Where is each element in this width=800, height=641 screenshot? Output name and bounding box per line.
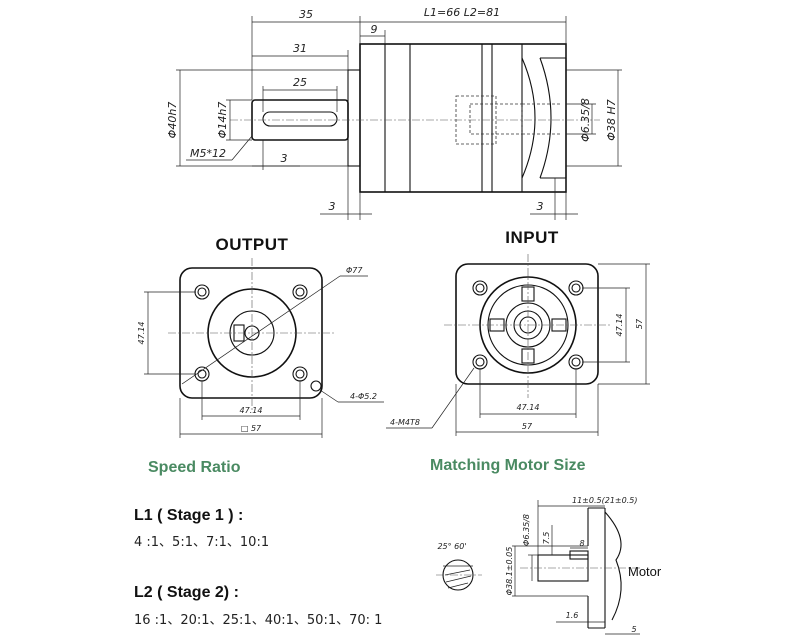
dim-bore: Φ6.35/8 bbox=[579, 98, 592, 142]
dim-input-57-h: 57 bbox=[522, 422, 533, 431]
stage1-values: 4 :1、5:1、7:1、10:1 bbox=[134, 535, 269, 550]
dim-input-4714-v: 47.14 bbox=[615, 314, 624, 337]
dim-thread: M5*12 bbox=[190, 147, 226, 160]
dim-key: 8 bbox=[579, 539, 584, 548]
dim-25: 25 bbox=[293, 76, 307, 89]
side-view: 35 31 25 9 L1=66 L2=81 Φ40h7 Φ14h7 M5*12 bbox=[166, 6, 622, 220]
dim-4714-h: 47.14 bbox=[240, 406, 263, 415]
output-title: OUTPUT bbox=[216, 235, 289, 254]
dim-body-dia: Φ40h7 bbox=[166, 102, 179, 139]
dim-3-key: 3 bbox=[281, 152, 288, 165]
dim-5: 5 bbox=[631, 625, 636, 634]
dim-35: 35 bbox=[299, 8, 313, 21]
dim-3-left: 3 bbox=[329, 200, 336, 213]
dim-9: 9 bbox=[371, 23, 378, 36]
dim-3-right: 3 bbox=[537, 200, 544, 213]
motor-size-section: 25° 60' Φ38.1±0.05 Φ6.35/8 7.5 8 11±0.5(… bbox=[436, 496, 662, 635]
input-view: INPUT 47.14 57 bbox=[386, 228, 650, 436]
dim-motor-length: 11±0.5(21±0.5) bbox=[572, 496, 637, 505]
dim-shaft-dia: Φ14h7 bbox=[216, 102, 229, 139]
dim-circle: Φ77 bbox=[346, 266, 363, 275]
dim-motor-bore: Φ6.35/8 bbox=[522, 514, 531, 546]
dim-square: □ 57 bbox=[241, 424, 262, 433]
speed-ratio-section: L1 ( Stage 1 ) : 4 :1、5:1、7:1、10:1 L2 ( … bbox=[134, 507, 382, 628]
stage2-values: 16 :1、20:1、25:1、40:1、50:1、70: 1 bbox=[134, 613, 382, 628]
dim-input-4714-h: 47.14 bbox=[517, 403, 540, 412]
stage2-title: L2 ( Stage 2) : bbox=[134, 584, 239, 601]
stage1-title: L1 ( Stage 1 ) : bbox=[134, 507, 243, 524]
motor-label: Motor bbox=[628, 564, 662, 579]
dim-angle: 25° 60' bbox=[437, 542, 466, 551]
dim-holes: 4-Φ5.2 bbox=[350, 392, 377, 401]
dim-31: 31 bbox=[293, 42, 307, 55]
input-title: INPUT bbox=[505, 228, 559, 247]
dim-length: L1=66 L2=81 bbox=[424, 6, 500, 19]
dim-4714-v: 47.14 bbox=[137, 322, 146, 345]
dim-16: 1.6 bbox=[566, 611, 579, 620]
speed-ratio-heading: Speed Ratio bbox=[148, 459, 241, 476]
dim-pilot: Φ38 H7 bbox=[605, 99, 618, 140]
keyway bbox=[262, 111, 338, 127]
motor-size-heading: Matching Motor Size bbox=[430, 457, 586, 474]
dim-input-57-v: 57 bbox=[635, 318, 644, 329]
dim-flat: 7.5 bbox=[542, 532, 551, 545]
output-view: OUTPUT Φ77 47.14 47.14 bbox=[137, 235, 384, 438]
dim-motor-pilot: Φ38.1±0.05 bbox=[505, 547, 514, 596]
input-flange bbox=[455, 263, 599, 385]
dim-tapped: 4-M4T8 bbox=[390, 418, 420, 427]
output-neck bbox=[347, 69, 361, 167]
